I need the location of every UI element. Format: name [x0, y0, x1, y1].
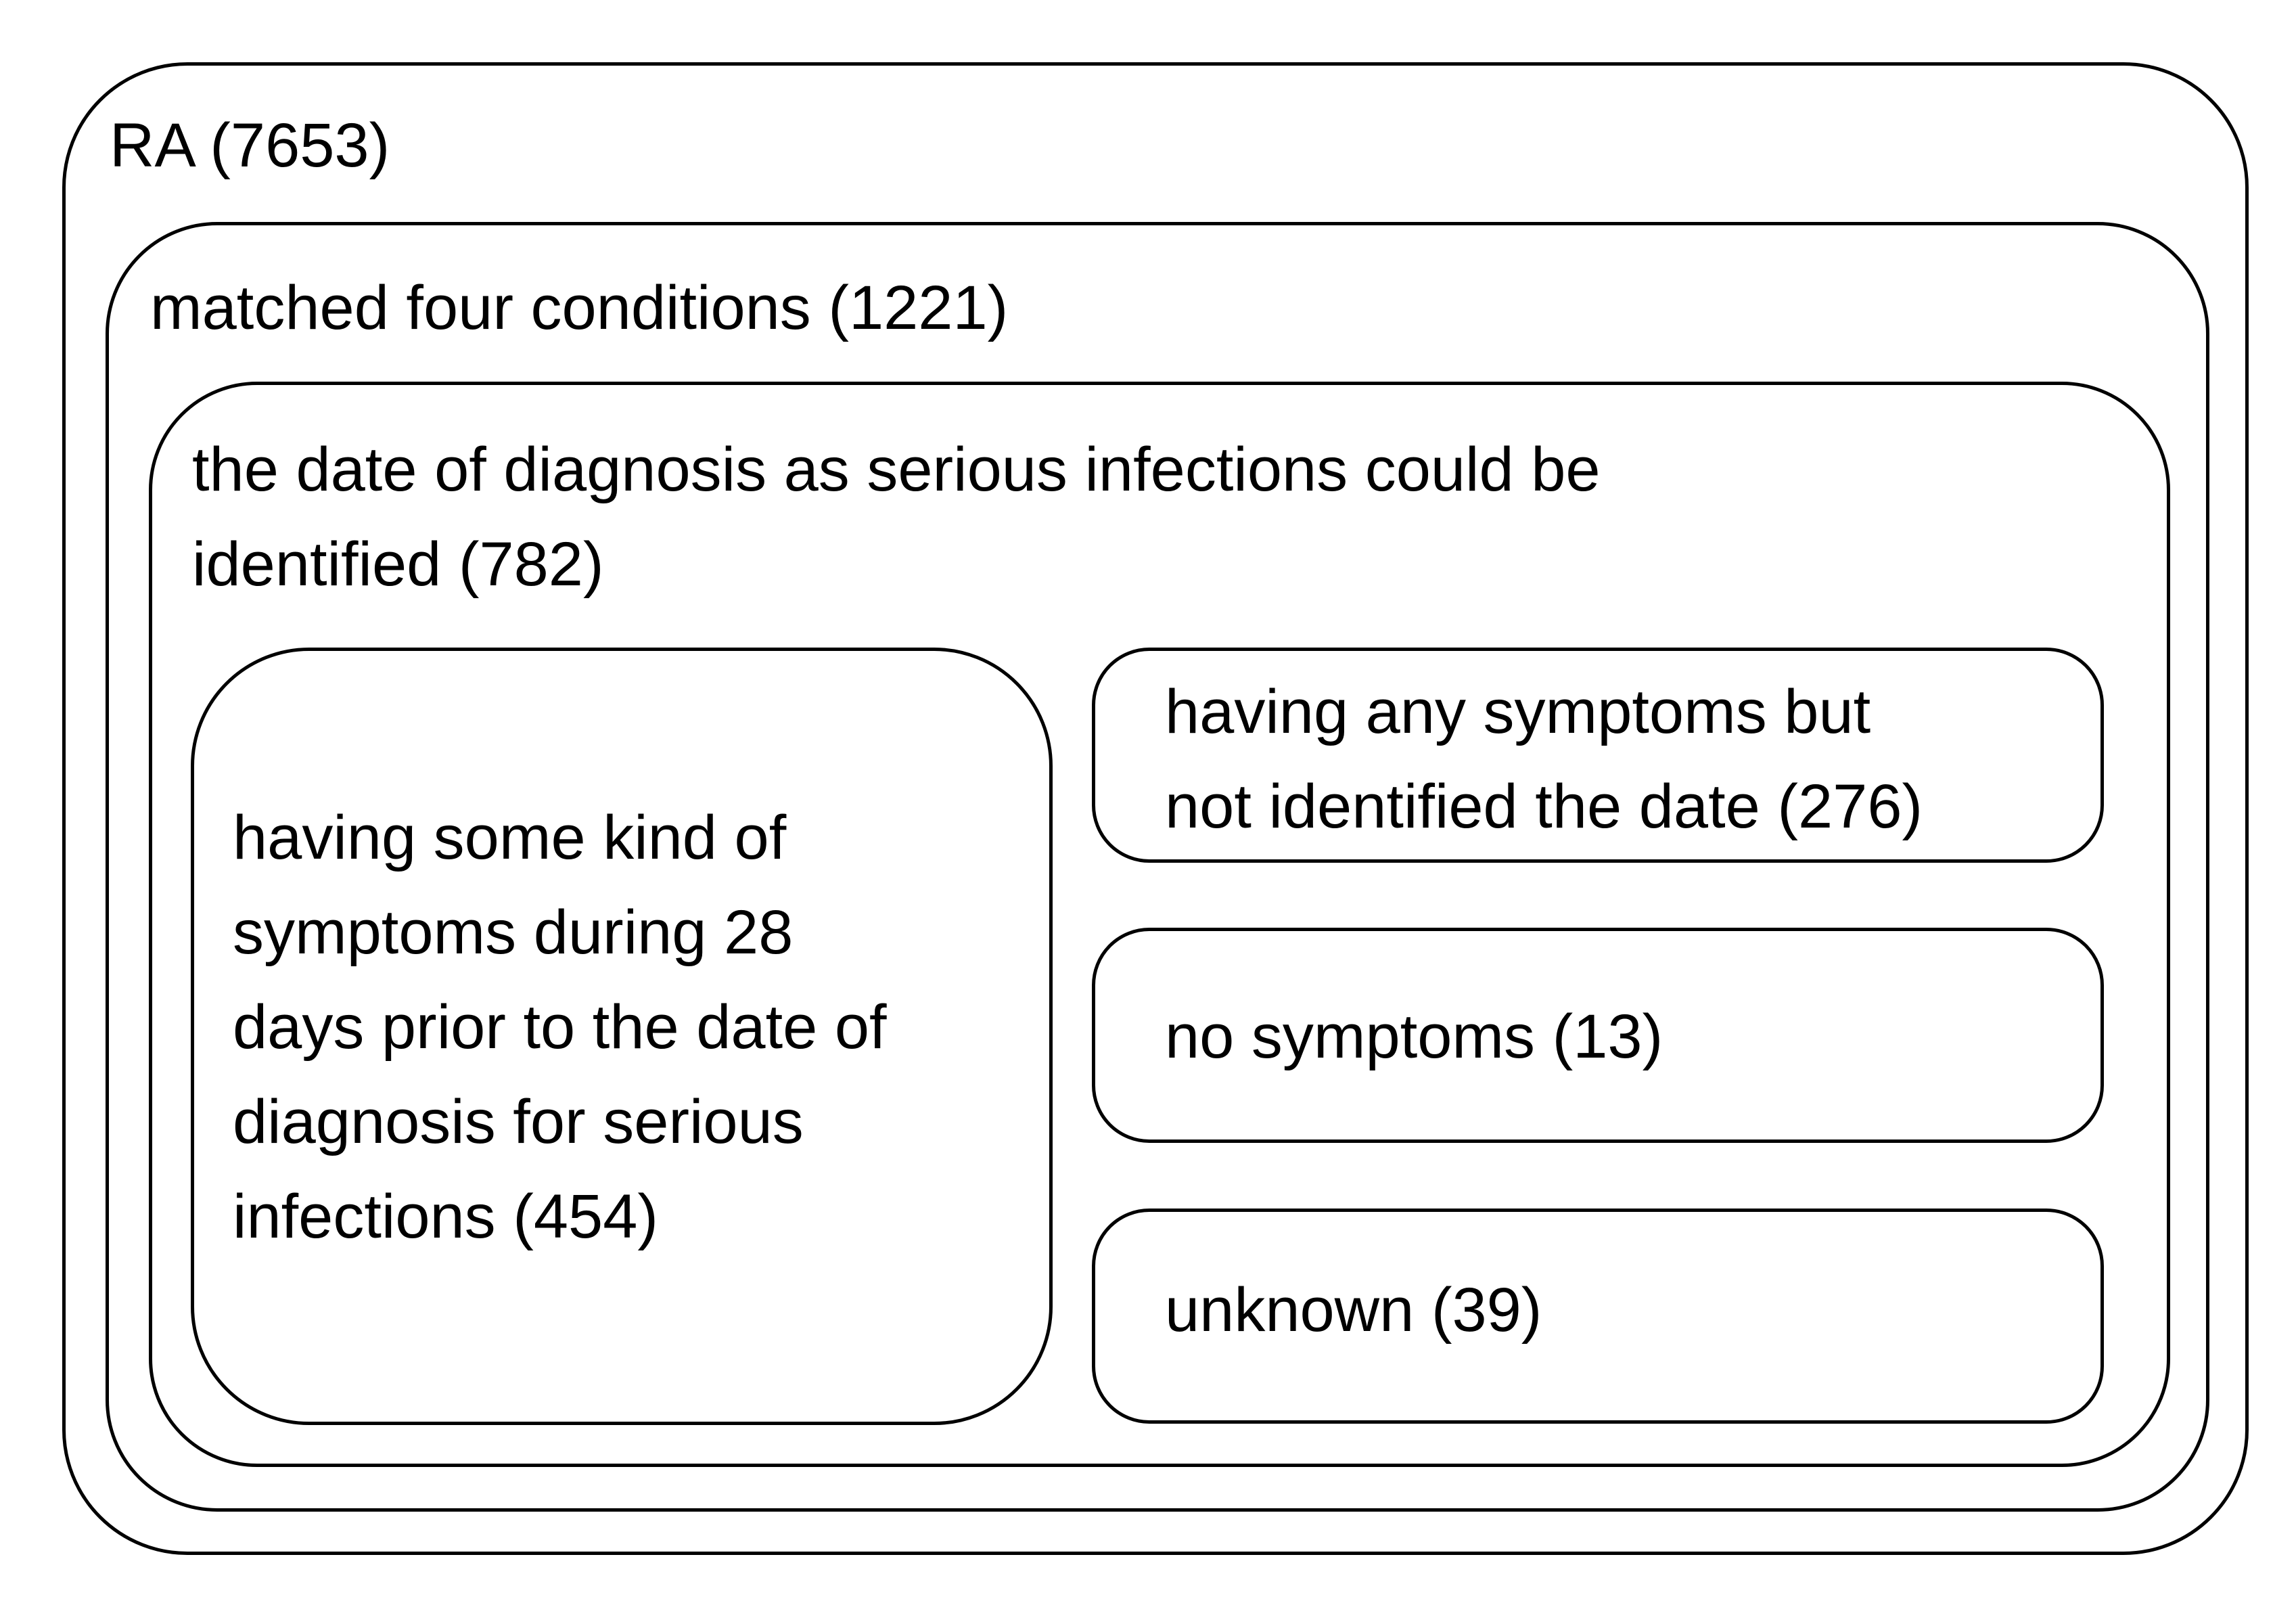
date-identified-label-line2: identified (782) — [192, 530, 604, 599]
any-symptoms-label-line1: having any symptoms but — [1165, 677, 1871, 746]
no-symptoms-box — [1092, 928, 2104, 1143]
symptoms-28-days-line: having some kind of — [233, 803, 787, 872]
unknown-label: unknown (39) — [1165, 1275, 1542, 1345]
any-symptoms-box — [1092, 648, 2104, 863]
symptoms-28-days-line: diagnosis for serious — [233, 1087, 804, 1156]
any-symptoms-label-line2: not identified the date (276) — [1165, 772, 1923, 841]
ra-label: RA (7653) — [110, 111, 390, 180]
no-symptoms-label: no symptoms (13) — [1165, 1002, 1663, 1071]
symptoms-28-days-box — [191, 648, 1053, 1425]
symptoms-28-days-line: infections (454) — [233, 1182, 658, 1251]
date-identified-label-line1: the date of diagnosis as serious infecti… — [192, 435, 1601, 504]
unknown-box — [1092, 1209, 2104, 1424]
symptoms-28-days-line: days prior to the date of — [233, 993, 887, 1062]
matched-conditions-label: matched four conditions (1221) — [150, 273, 1009, 342]
symptoms-28-days-line: symptoms during 28 — [233, 898, 794, 967]
